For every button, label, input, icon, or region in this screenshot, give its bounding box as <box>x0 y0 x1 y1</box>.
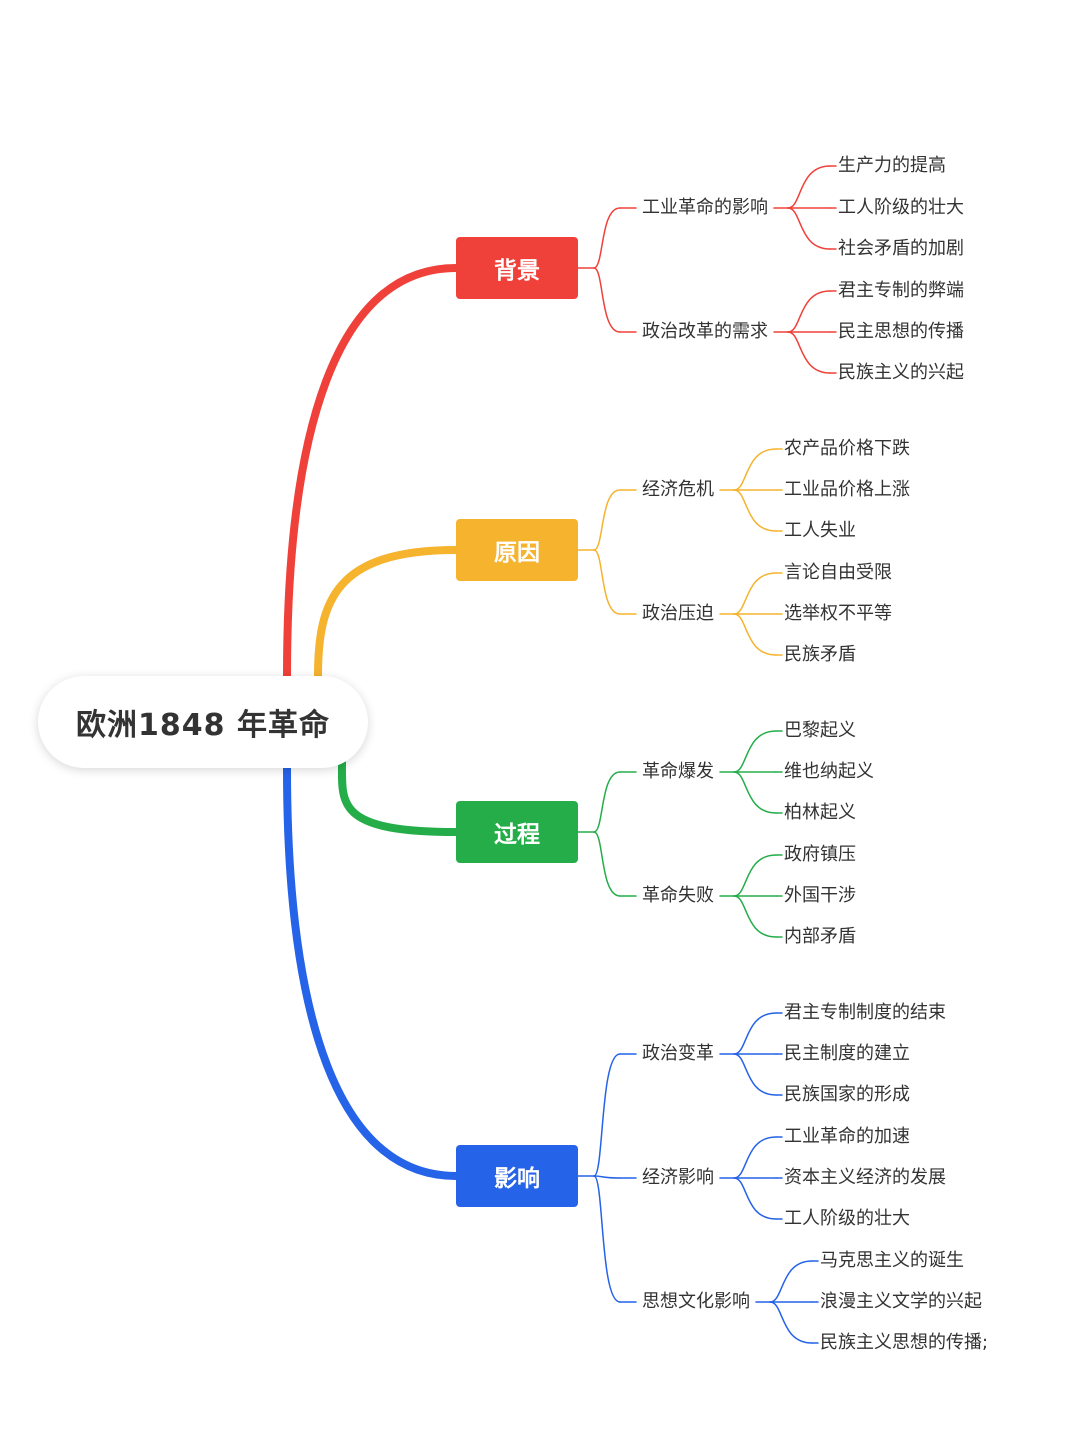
leaf-node-3-2-2[interactable]: 民族主义思想的传播; <box>820 1332 989 1353</box>
sub-node-0-0[interactable]: 工业革命的影响 <box>642 197 768 218</box>
leaf-link-3-1-2 <box>733 1177 777 1220</box>
sub-node-3-0[interactable]: 政治变革 <box>642 1043 714 1064</box>
leaf-node-2-0-2[interactable]: 柏林起义 <box>784 802 856 823</box>
root-link-0 <box>283 264 460 680</box>
branch-node-1[interactable]: 原因 <box>456 519 578 581</box>
leaf-link-3-2-2 <box>769 1301 813 1344</box>
sub-node-3-2[interactable]: 思想文化影响 <box>642 1291 750 1312</box>
branch-node-3[interactable]: 影响 <box>456 1145 578 1207</box>
sub-node-2-0[interactable]: 革命爆发 <box>642 761 714 782</box>
sub-node-0-1[interactable]: 政治改革的需求 <box>642 321 768 342</box>
sub-link-3-1 <box>593 1175 621 1179</box>
leaf-link-3-2-0 <box>769 1260 813 1303</box>
leaf-link-3-0-2 <box>733 1053 777 1096</box>
branch-node-0[interactable]: 背景 <box>456 237 578 299</box>
sub-link-1-0 <box>593 489 621 551</box>
sub-link-1-1 <box>593 549 621 615</box>
sub-link-2-1 <box>593 831 621 897</box>
leaf-node-0-1-1[interactable]: 民主思想的传播 <box>838 321 964 342</box>
leaf-node-3-0-0[interactable]: 君主专制制度的结束 <box>784 1002 946 1023</box>
leaf-node-2-1-1[interactable]: 外国干涉 <box>784 885 856 906</box>
leaf-link-2-1-2 <box>733 895 777 938</box>
leaf-link-1-0-0 <box>733 448 777 491</box>
leaf-node-1-0-1[interactable]: 工业品价格上涨 <box>784 479 910 500</box>
root-link-2 <box>337 758 460 836</box>
leaf-link-0-0-0 <box>787 165 831 209</box>
leaf-node-3-2-0[interactable]: 马克思主义的诞生 <box>820 1250 964 1271</box>
leaf-node-2-0-0[interactable]: 巴黎起义 <box>784 720 856 741</box>
sub-link-2-0 <box>593 771 621 833</box>
leaf-link-2-0-2 <box>733 771 777 814</box>
root-link-3 <box>283 764 460 1180</box>
leaf-node-1-1-1[interactable]: 选举权不平等 <box>784 603 892 624</box>
leaf-node-1-1-2[interactable]: 民族矛盾 <box>784 644 856 665</box>
leaf-link-3-0-0 <box>733 1012 777 1055</box>
leaf-node-1-0-0[interactable]: 农产品价格下跌 <box>784 438 910 459</box>
leaf-link-0-0-2 <box>787 207 831 250</box>
leaf-link-2-0-0 <box>733 730 777 773</box>
branch-node-2[interactable]: 过程 <box>456 801 578 863</box>
sub-link-3-2 <box>593 1175 621 1303</box>
leaf-node-1-0-2[interactable]: 工人失业 <box>784 520 856 541</box>
sub-node-3-1[interactable]: 经济影响 <box>642 1167 714 1188</box>
leaf-link-0-1-0 <box>787 290 831 333</box>
leaf-node-3-2-1[interactable]: 浪漫主义文学的兴起 <box>820 1291 982 1312</box>
leaf-node-3-1-0[interactable]: 工业革命的加速 <box>784 1126 910 1147</box>
leaf-link-1-1-2 <box>733 613 777 656</box>
root-node[interactable]: 欧洲1848 年革命 <box>38 676 368 768</box>
root-link-1 <box>314 546 460 680</box>
leaf-node-2-1-2[interactable]: 内部矛盾 <box>784 926 856 947</box>
leaf-node-3-1-1[interactable]: 资本主义经济的发展 <box>784 1167 946 1188</box>
leaf-link-2-1-0 <box>733 854 777 897</box>
leaf-link-3-1-0 <box>733 1136 777 1179</box>
leaf-node-2-1-0[interactable]: 政府镇压 <box>784 844 856 865</box>
leaf-node-0-1-0[interactable]: 君主专制的弊端 <box>838 280 964 301</box>
sub-link-0-1 <box>593 267 621 333</box>
sub-link-3-0 <box>593 1053 621 1177</box>
leaf-node-0-1-2[interactable]: 民族主义的兴起 <box>838 362 964 383</box>
sub-node-1-0[interactable]: 经济危机 <box>642 479 714 500</box>
leaf-node-0-0-2[interactable]: 社会矛盾的加剧 <box>838 238 964 259</box>
sub-link-0-0 <box>593 207 621 269</box>
leaf-node-0-0-1[interactable]: 工人阶级的壮大 <box>838 197 964 218</box>
leaf-node-3-1-2[interactable]: 工人阶级的壮大 <box>784 1208 910 1229</box>
leaf-link-1-0-2 <box>733 489 777 532</box>
leaf-node-3-0-2[interactable]: 民族国家的形成 <box>784 1084 910 1105</box>
leaf-link-0-1-2 <box>787 331 831 374</box>
sub-node-2-1[interactable]: 革命失败 <box>642 885 714 906</box>
leaf-node-2-0-1[interactable]: 维也纳起义 <box>784 761 874 782</box>
sub-node-1-1[interactable]: 政治压迫 <box>642 603 714 624</box>
leaf-node-3-0-1[interactable]: 民主制度的建立 <box>784 1043 910 1064</box>
leaf-link-1-1-0 <box>733 572 777 615</box>
leaf-node-0-0-0[interactable]: 生产力的提高 <box>838 155 946 176</box>
leaf-node-1-1-0[interactable]: 言论自由受限 <box>784 562 892 583</box>
